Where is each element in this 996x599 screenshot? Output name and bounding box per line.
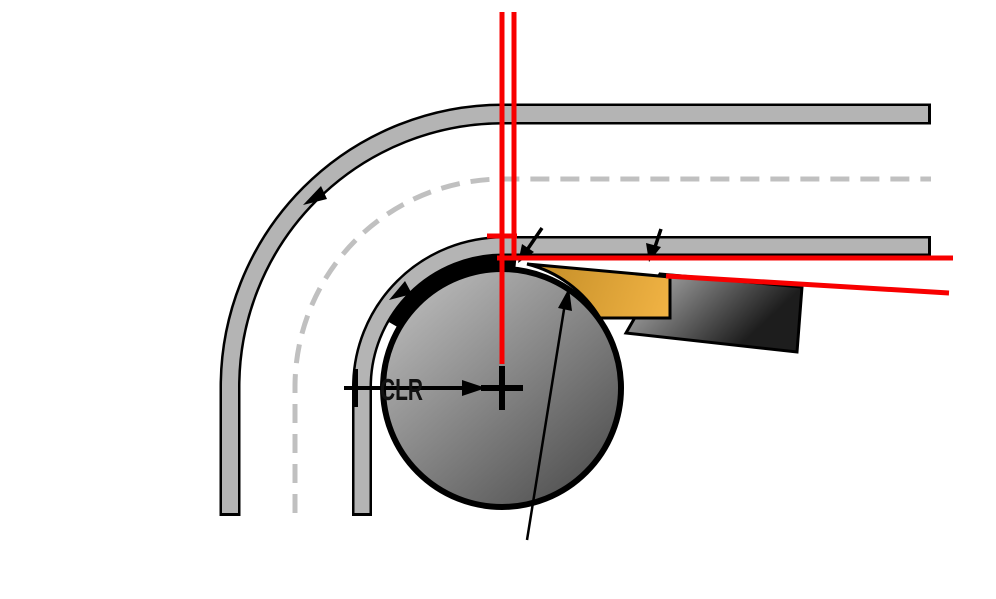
clr-label: CLR (380, 372, 423, 407)
red-springback-line (665, 273, 950, 296)
clr-dimension-arrowhead-icon (462, 380, 486, 396)
tangent-pointer-arrow-left-line (525, 227, 544, 251)
center-crosshair-horizontal (481, 385, 523, 391)
bend-die-radius-arrowhead-icon (558, 288, 572, 311)
bend-direction-arrow-inner-icon (389, 281, 412, 300)
clamp-pointer-arrow-right-line (653, 228, 663, 248)
clamp-die (526, 262, 672, 320)
bend-die-radius-arrow-line (525, 296, 568, 541)
tube-outer-wall (222, 106, 928, 513)
tube-centerline-dashed (292, 176, 931, 513)
bend-die-groove (388, 254, 517, 329)
clr-dimension-tick (354, 369, 358, 407)
bend-direction-arrow-outer-icon (303, 186, 327, 205)
